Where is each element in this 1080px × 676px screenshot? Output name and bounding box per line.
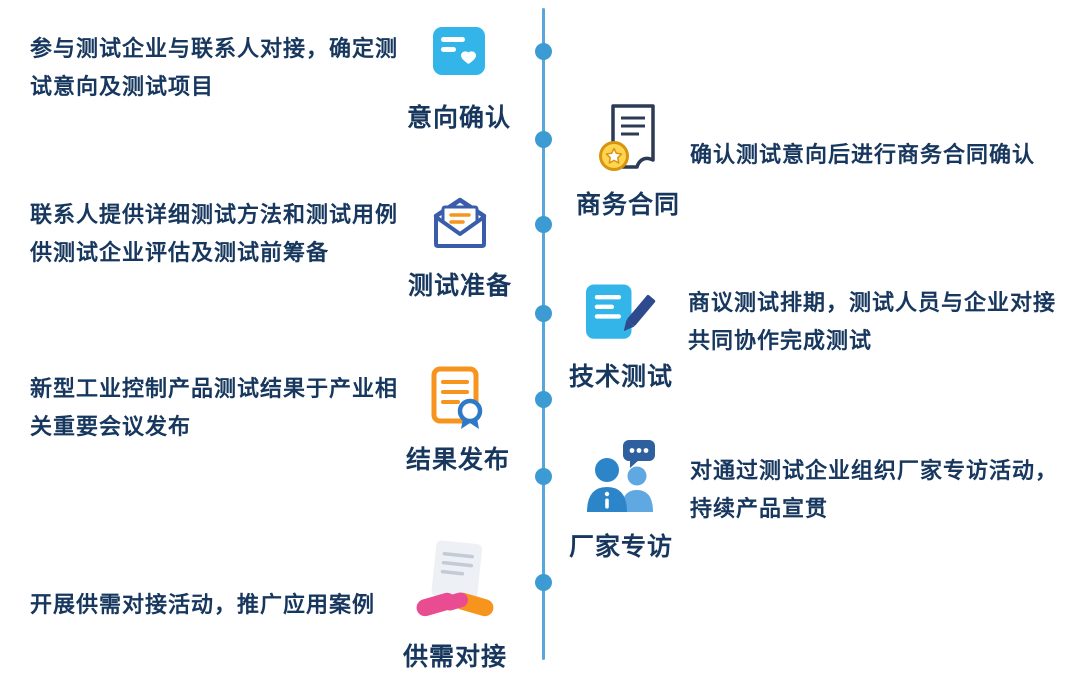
handshake-document-icon [416, 540, 494, 622]
step-desc-technical-testing: 商议测试排期，测试人员与企业对接共同协作完成测试 [688, 290, 1057, 353]
step-desc-supply-demand-matching: 开展供需对接活动，推广应用案例 [30, 592, 376, 617]
report-award-icon [431, 366, 485, 432]
step-label-intention-confirmation: 意向确认 [406, 104, 511, 132]
timeline-dot [535, 216, 552, 233]
open-envelope-icon [430, 196, 490, 250]
timeline-dot [535, 305, 552, 322]
timeline-dot [535, 131, 552, 148]
step-desc-business-contract: 确认测试意向后进行商务合同确认 [690, 142, 1036, 167]
step-desc-manufacturer-interview: 对通过测试企业组织厂家专访活动，持续产品宣贯 [690, 458, 1059, 521]
step-label-test-preparation: 测试准备 [407, 272, 512, 300]
step-label-supply-demand-matching: 供需对接 [402, 643, 507, 671]
timeline-line [542, 8, 545, 660]
people-interview-icon [585, 440, 657, 512]
step-label-technical-testing: 技术测试 [568, 363, 673, 391]
timeline-dot [535, 391, 552, 408]
step-desc-test-preparation: 联系人提供详细测试方法和测试用例供测试企业评估及测试前筹备 [30, 202, 399, 265]
contract-medal-icon [597, 103, 659, 175]
step-label-manufacturer-interview: 厂家专访 [568, 533, 673, 561]
step-label-result-publication: 结果发布 [405, 446, 510, 474]
step-desc-intention-confirmation: 参与测试企业与联系人对接，确定测试意向及测试项目 [30, 36, 399, 99]
step-desc-result-publication: 新型工业控制产品测试结果于产业相关重要会议发布 [30, 376, 399, 439]
document-pencil-icon [586, 281, 656, 344]
timeline-dot [535, 43, 552, 60]
timeline-dot [535, 468, 552, 485]
step-label-business-contract: 商务合同 [575, 191, 680, 219]
timeline-dot [535, 574, 552, 591]
card-heart-icon [433, 27, 485, 75]
